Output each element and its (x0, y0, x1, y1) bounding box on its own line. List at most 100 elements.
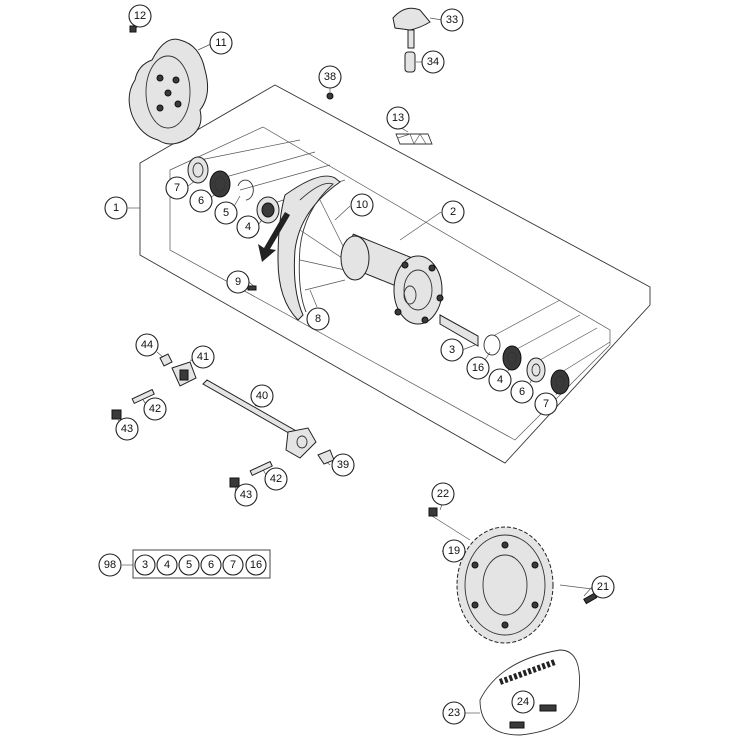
kit-item-5: 5 (178, 554, 200, 576)
nut-43-lower (229, 477, 240, 488)
svg-text:7: 7 (230, 559, 236, 571)
svg-text:6: 6 (208, 559, 214, 571)
svg-text:11: 11 (215, 37, 226, 49)
kit-item-3: 3 (134, 554, 156, 576)
callout-6-right: 6 (510, 380, 534, 404)
disc-screw (129, 25, 137, 33)
spacer-sleeve (404, 51, 416, 73)
svg-text:41: 41 (197, 351, 209, 363)
svg-text:33: 33 (446, 14, 458, 26)
svg-text:8: 8 (315, 313, 321, 325)
callout-7-right: 7 (534, 392, 558, 416)
svg-text:6: 6 (519, 386, 525, 398)
svg-text:19: 19 (448, 545, 460, 557)
svg-text:7: 7 (543, 398, 549, 410)
axle-nut (317, 449, 335, 465)
bearing-4-right (502, 345, 522, 371)
callout-23: 23 (442, 701, 466, 725)
callout-4-left: 4 (236, 215, 260, 239)
brake-disc (128, 38, 209, 145)
svg-text:1: 1 (113, 202, 119, 214)
axle-nut-tool (392, 7, 431, 49)
svg-text:12: 12 (134, 10, 146, 22)
svg-text:5: 5 (223, 207, 229, 219)
callout-33: 33 (440, 8, 464, 32)
rim-tape (395, 133, 433, 145)
callout-19: 19 (442, 539, 466, 563)
svg-text:3: 3 (449, 344, 455, 356)
chain (479, 649, 580, 736)
rear-sprocket (456, 526, 554, 644)
svg-text:4: 4 (497, 374, 503, 386)
svg-text:42: 42 (149, 403, 161, 415)
svg-text:7: 7 (174, 182, 180, 194)
callout-4-right: 4 (488, 368, 512, 392)
spacer-3-right (439, 314, 479, 347)
svg-text:9: 9 (235, 276, 241, 288)
callout-24: 24 (511, 690, 535, 714)
svg-text:5: 5 (186, 559, 192, 571)
svg-text:24: 24 (517, 696, 529, 708)
svg-text:22: 22 (437, 488, 449, 500)
kit-item-16: 16 (245, 554, 267, 576)
wheel-rim (258, 175, 346, 321)
svg-text:98: 98 (104, 559, 116, 571)
kit-item-7: 7 (222, 554, 244, 576)
callout-2: 2 (441, 200, 465, 224)
svg-text:23: 23 (448, 707, 460, 719)
spoke-nipple (247, 285, 257, 291)
svg-text:40: 40 (256, 390, 268, 402)
seal-7-left (187, 156, 209, 184)
kit-item-4: 4 (156, 554, 178, 576)
callout-40: 40 (250, 384, 274, 408)
callout-5: 5 (214, 201, 238, 225)
callout-41: 41 (191, 345, 215, 369)
chain-adjuster (171, 361, 197, 387)
axle (202, 379, 317, 459)
svg-text:6: 6 (198, 195, 204, 207)
adjust-bolt-upper (131, 388, 155, 405)
callout-43-upper: 43 (115, 417, 139, 441)
circlip-5 (237, 179, 254, 201)
callout-3: 3 (440, 338, 464, 362)
callout-44: 44 (135, 333, 159, 357)
svg-text:2: 2 (450, 206, 456, 218)
callout-43-lower: 43 (234, 483, 258, 507)
svg-text:43: 43 (121, 423, 133, 435)
callout-34: 34 (421, 50, 445, 74)
wheel-hub (340, 233, 444, 325)
svg-text:38: 38 (324, 71, 336, 83)
callout-98: 98 (98, 553, 122, 577)
callout-13: 13 (386, 106, 410, 130)
nut-43-upper (111, 409, 122, 420)
adjuster-nut (159, 353, 173, 367)
bearing-4-left (256, 196, 280, 224)
callout-1: 1 (104, 196, 128, 220)
callout-8: 8 (306, 307, 330, 331)
svg-text:10: 10 (356, 199, 368, 211)
callout-22: 22 (431, 482, 455, 506)
svg-text:34: 34 (427, 56, 439, 68)
svg-text:16: 16 (250, 559, 262, 571)
callout-6-left: 6 (189, 189, 213, 213)
seal-7-right (550, 369, 570, 395)
svg-text:42: 42 (270, 473, 282, 485)
svg-text:3: 3 (142, 559, 148, 571)
callout-38: 38 (318, 65, 342, 89)
callout-10: 10 (350, 193, 374, 217)
svg-text:39: 39 (337, 459, 349, 471)
wheel-assembly-outline (139, 84, 651, 464)
svg-text:21: 21 (597, 581, 609, 593)
svg-text:13: 13 (392, 112, 404, 124)
bearing-6-right (526, 357, 546, 383)
callout-11: 11 (209, 31, 233, 55)
sprocket-nut (428, 507, 438, 517)
svg-text:4: 4 (245, 221, 251, 233)
svg-text:43: 43 (240, 489, 252, 501)
svg-text:4: 4 (164, 559, 170, 571)
adjust-bolt-lower (249, 460, 273, 477)
svg-text:44: 44 (141, 339, 153, 351)
kit-98-box (132, 549, 271, 579)
callout-42-upper: 42 (143, 397, 167, 421)
